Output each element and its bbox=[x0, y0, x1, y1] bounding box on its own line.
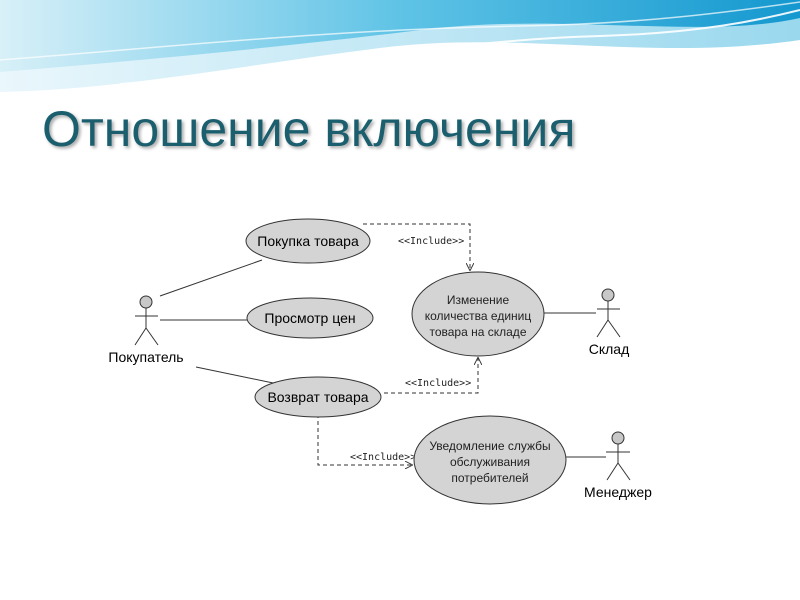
actor-buyer-label: Покупатель bbox=[108, 349, 183, 365]
usecase-notify-line-1: Уведомление службы bbox=[429, 439, 550, 453]
usecase-view-prices-label: Просмотр цен bbox=[264, 310, 355, 326]
usecase-purchase-label: Покупка товара bbox=[257, 233, 359, 249]
usecase-notify-line-2: обслуживания bbox=[450, 455, 530, 469]
assoc-buyer-purchase bbox=[159, 259, 263, 297]
usecase-return-label: Возврат товара bbox=[267, 389, 368, 405]
stick-figure-icon bbox=[606, 431, 631, 481]
include-label-1: <<Include>> bbox=[398, 236, 464, 247]
usecase-change-quantity-line-3: товара на складе bbox=[429, 325, 526, 339]
usecase-view-prices[interactable]: Просмотр цен bbox=[246, 297, 374, 339]
include-label-3: <<Include>> bbox=[350, 452, 416, 463]
actor-manager-label: Менеджер bbox=[584, 484, 652, 500]
header-waves-decoration bbox=[0, 0, 800, 92]
include-purchase-to-change bbox=[363, 223, 470, 270]
include-return-to-notify bbox=[317, 414, 412, 465]
actor-buyer[interactable]: Покупатель bbox=[108, 295, 184, 365]
usecase-purchase[interactable]: Покупка товара bbox=[245, 218, 371, 264]
include-label-2: <<Include>> bbox=[405, 378, 471, 389]
usecase-change-quantity-line-1: Изменение bbox=[447, 293, 510, 307]
actor-warehouse[interactable]: Склад bbox=[589, 288, 630, 357]
actor-manager[interactable]: Менеджер bbox=[584, 431, 652, 500]
usecase-change-quantity-line-2: количества единиц bbox=[425, 309, 532, 323]
stick-figure-icon bbox=[596, 288, 621, 338]
usecase-return[interactable]: Возврат товара bbox=[254, 376, 382, 418]
diagram-panel bbox=[105, 186, 660, 541]
include-return-to-change bbox=[384, 358, 478, 394]
slide-title: Отношение включения bbox=[42, 101, 576, 157]
usecase-notify[interactable]: Уведомление службы обслуживания потребит… bbox=[413, 415, 567, 505]
stick-figure-icon bbox=[134, 295, 159, 346]
usecase-change-quantity[interactable]: Изменение количества единиц товара на ск… bbox=[411, 271, 545, 357]
actor-warehouse-label: Склад bbox=[589, 341, 630, 357]
usecase-notify-line-3: потребителей bbox=[451, 471, 528, 485]
assoc-buyer-return bbox=[195, 366, 279, 385]
